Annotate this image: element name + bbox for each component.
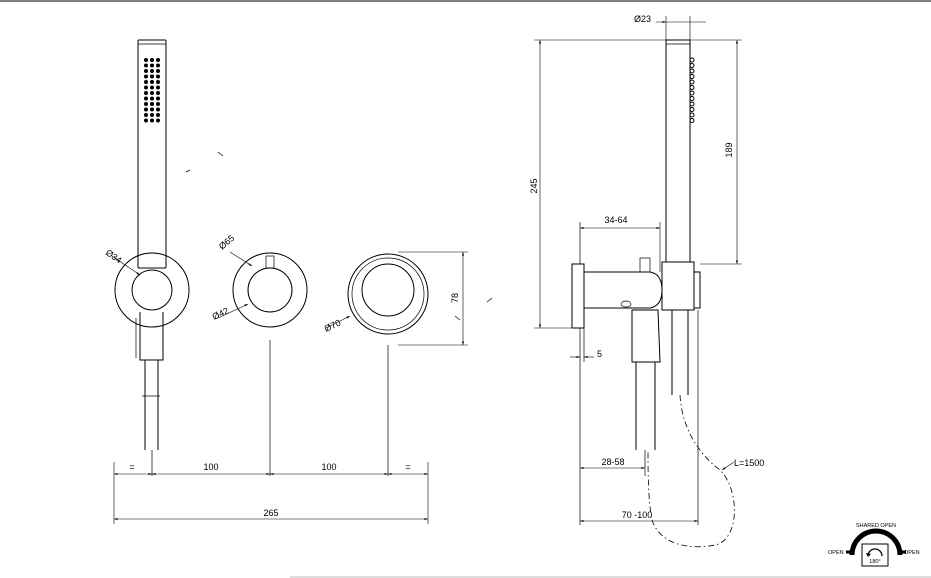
spray-nozzle-side (689, 118, 695, 123)
spray-nozzle-side (689, 101, 695, 107)
spray-nozzle (144, 58, 148, 62)
spacing-100-right-label: 100 (321, 462, 336, 472)
spray-nozzle (144, 80, 148, 84)
spray-nozzle-side (689, 79, 695, 85)
mixer-angle-label: 180° (869, 559, 880, 565)
spray-nozzle (156, 96, 160, 101)
spray-nozzle (144, 113, 148, 117)
spray-nozzle (150, 58, 154, 62)
depth-70-100-label: 70 -100 (622, 510, 653, 520)
dia-34-symbol: Ø (104, 247, 115, 259)
open-right-label: OPEN (904, 550, 920, 556)
dia-42-symbol: Ø (211, 310, 222, 322)
spray-nozzle (150, 102, 154, 106)
spray-nozzle (150, 113, 154, 117)
spray-nozzle (150, 63, 154, 68)
dia-70-symbol: Ø (323, 322, 334, 334)
spray-nozzle-side (689, 90, 695, 96)
spray-nozzle (156, 74, 160, 79)
spray-nozzle (156, 69, 160, 73)
svg-text:Ø23: Ø23 (634, 14, 651, 24)
spray-nozzle (156, 107, 160, 112)
spray-nozzle (144, 91, 148, 95)
holder-disc (114, 252, 190, 328)
hand-shower-side (661, 39, 701, 395)
holder-knob (131, 269, 173, 311)
spray-nozzles-side (689, 57, 695, 123)
spray-nozzle (144, 102, 148, 106)
spray-nozzle (144, 69, 148, 73)
spray-nozzle (150, 85, 154, 90)
dia-23-label: 23 (641, 14, 651, 24)
spray-nozzles (144, 58, 160, 123)
spray-nozzle (156, 58, 160, 62)
dia-65-label: 65 (222, 233, 236, 247)
hose-length-label: L=1500 (734, 458, 764, 468)
spray-nozzle-side (689, 63, 695, 68)
spray-nozzle (156, 102, 160, 106)
spray-nozzle (150, 80, 154, 84)
svg-text:Ø34: Ø34 (104, 247, 124, 265)
spray-nozzle (156, 63, 160, 68)
overall-width-label: 265 (263, 508, 278, 518)
hand-shower-front (114, 39, 190, 476)
height-189-label: 189 (724, 142, 734, 157)
depth-34-64-label: 34-64 (604, 215, 627, 225)
spray-nozzle-side (689, 107, 695, 112)
dia-23-symbol: Ø (634, 14, 641, 24)
open-left-label: OPEN (828, 550, 844, 556)
spray-nozzle (144, 96, 148, 101)
spray-nozzle (144, 107, 148, 112)
spray-nozzle (156, 113, 160, 117)
thickness-5-label: 5 (597, 349, 602, 359)
spray-nozzle (150, 74, 154, 79)
spray-nozzle (144, 118, 148, 123)
wall-plate (571, 263, 585, 329)
svg-text:Ø42: Ø42 (211, 306, 231, 322)
front-view: Ø34 Ø65 Ø42 Ø70 78 (104, 39, 493, 524)
spray-nozzle (150, 118, 154, 123)
spray-nozzle-side (689, 85, 695, 90)
spray-nozzle-side (689, 74, 695, 79)
dia-65-symbol: Ø (217, 239, 229, 251)
hose-line (647, 394, 735, 548)
spray-nozzle (156, 91, 160, 95)
equal-right-label: = (405, 462, 410, 472)
spray-nozzle (144, 85, 148, 90)
spray-nozzle (156, 85, 160, 90)
svg-text:Ø70: Ø70 (323, 318, 343, 334)
mixer-body-side (583, 271, 663, 309)
height-245-label: 245 (529, 178, 539, 193)
spray-nozzle-side (689, 57, 695, 63)
control-knob-front (232, 252, 308, 476)
equal-left-label: = (129, 462, 134, 472)
dim-78-label: 78 (450, 293, 460, 303)
spray-nozzle (156, 80, 160, 84)
spray-nozzle (150, 69, 154, 73)
spray-nozzle-side (689, 96, 695, 101)
spacing-100-left-label: 100 (203, 462, 218, 472)
mixer-operation-symbol: 180° SHARED OPEN OPEN OPEN (828, 523, 920, 567)
spray-nozzle-side (689, 112, 695, 118)
spray-nozzle (150, 107, 154, 112)
shared-open-label: SHARED OPEN (856, 523, 896, 529)
diverter-knob-front (347, 253, 429, 476)
depth-28-58-label: 28-58 (601, 457, 624, 467)
spray-nozzle (144, 74, 148, 79)
spray-nozzle (150, 96, 154, 101)
side-view: L=1500 Ø23 245 189 34-64 5 28-58 (529, 14, 764, 548)
spray-nozzle-side (689, 68, 695, 74)
svg-text:Ø65: Ø65 (217, 233, 236, 252)
dia-42-label: 42 (217, 306, 230, 319)
spray-nozzle (150, 91, 154, 95)
dia-70-label: 70 (329, 318, 342, 331)
spray-nozzle (144, 63, 148, 68)
dia-34-label: 34 (110, 251, 124, 265)
spray-nozzle (156, 118, 160, 123)
